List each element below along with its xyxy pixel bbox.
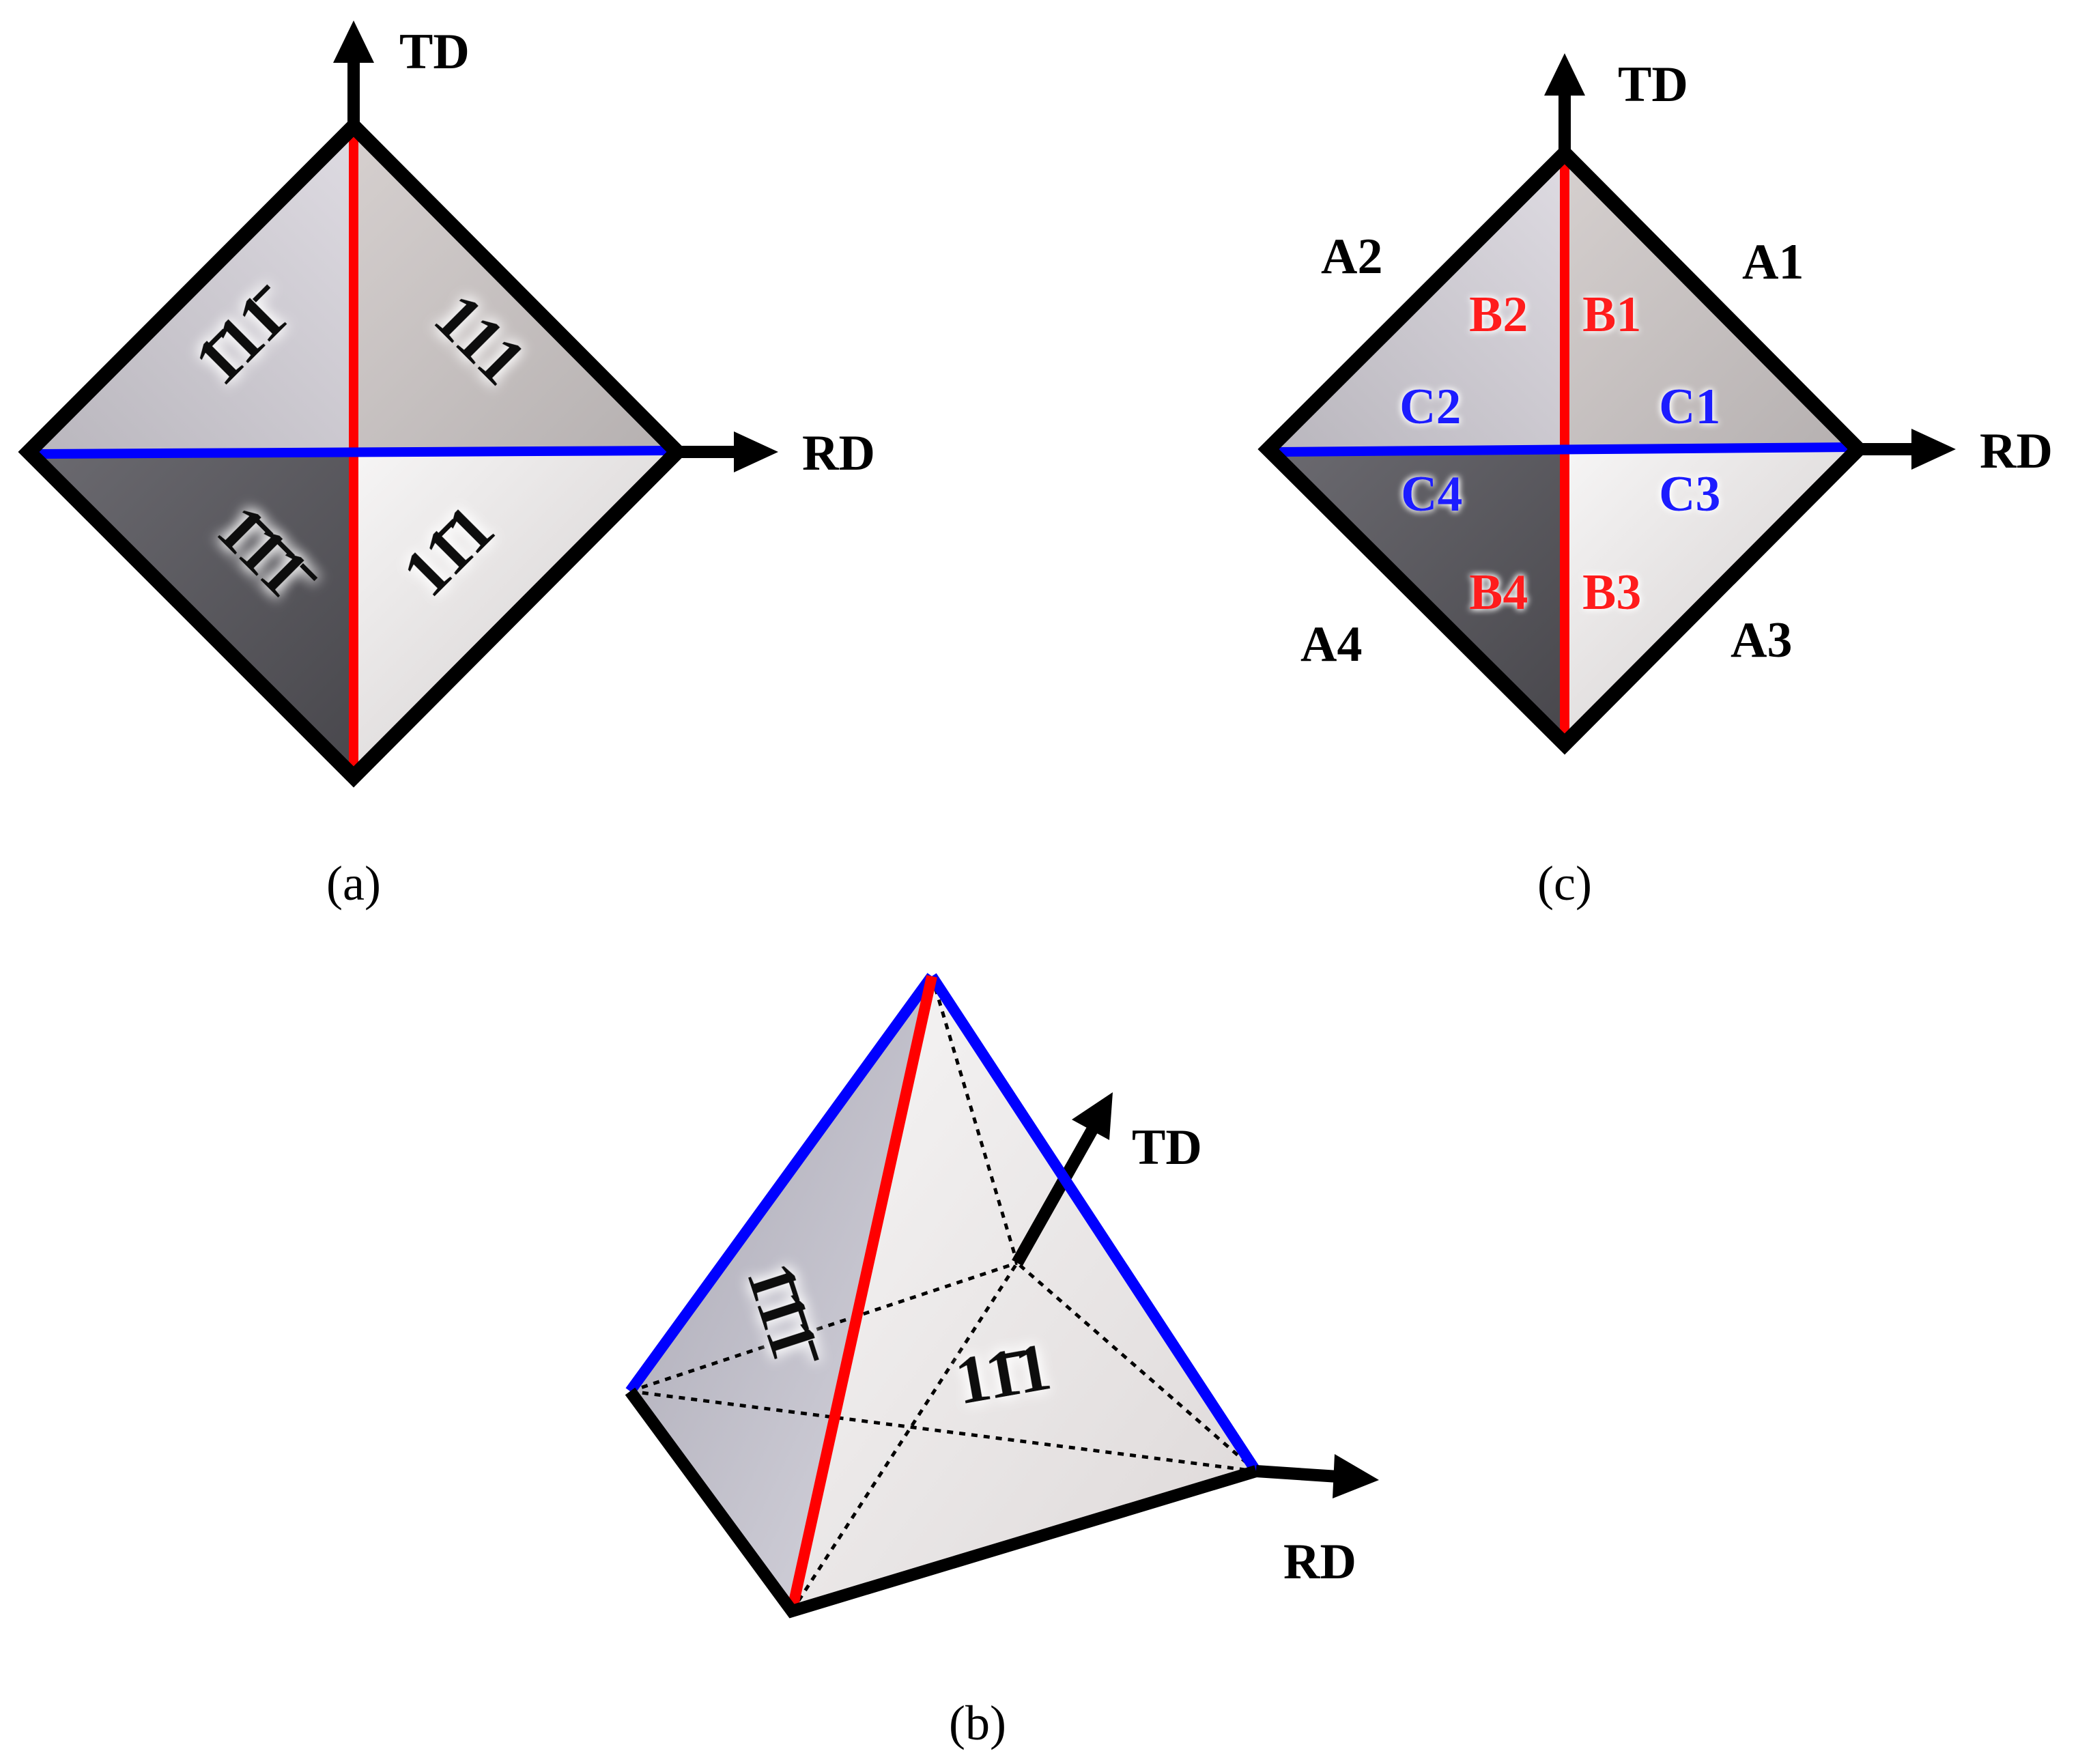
caption-b: (b) [949, 1696, 1006, 1750]
blue-line-a [37, 446, 670, 459]
region-b1: B1 [1582, 287, 1641, 343]
face-label-front-b: 11̄1 [950, 1328, 1056, 1419]
blue-edge-right-b [927, 973, 1261, 1475]
rd-arrowhead-a [734, 431, 778, 472]
region-a1: A1 [1742, 234, 1804, 290]
caption-a: (a) [326, 856, 381, 911]
outline-c [1257, 143, 1869, 755]
black-base-edge-b [625, 1387, 1258, 1619]
rd-label-b: RD [1283, 1534, 1356, 1590]
region-c2: C2 [1399, 379, 1461, 435]
region-c4: C4 [1401, 466, 1462, 522]
blue-edge-left-b [625, 973, 937, 1395]
td-label-c: TD [1618, 57, 1688, 113]
region-a4: A4 [1300, 616, 1362, 672]
td-axis-arrow-b [1012, 1126, 1098, 1266]
region-c1: C1 [1659, 379, 1720, 435]
panel-c: TD RD A1 A2 A3 A4 B1 B2 B3 B4 C1 C2 C3 C… [1257, 53, 2053, 911]
rd-axis-arrow-b [1255, 1465, 1339, 1483]
face-front-b [792, 976, 1256, 1611]
region-c3: C3 [1659, 466, 1720, 522]
region-b4: B4 [1469, 565, 1528, 621]
panel-b: TD RD 1̄1̄1̄ 11̄1 (b) [625, 973, 1379, 1750]
blue-line-c [1276, 442, 1852, 457]
face-left-b [630, 976, 932, 1611]
region-b3: B3 [1582, 565, 1641, 621]
outline-a [18, 115, 688, 788]
rd-arrowhead-b [1333, 1454, 1379, 1498]
hidden-edges-b [629, 976, 1257, 1612]
red-edge-b [786, 975, 937, 1612]
rd-arrowhead-c [1911, 429, 1956, 470]
rd-label-c: RD [1980, 423, 2053, 479]
td-arrowhead-c [1544, 53, 1585, 96]
region-a3: A3 [1731, 612, 1792, 668]
region-a2: A2 [1321, 229, 1382, 285]
panel-a: TD RD 1̄11̄ 111 1̄1̄1̄ 11̄1 (a) [18, 20, 875, 911]
region-b2: B2 [1469, 287, 1528, 343]
td-arrowhead-a [333, 20, 374, 63]
td-label-b: TD [1132, 1120, 1202, 1176]
rd-label-a: RD [802, 425, 875, 481]
caption-c: (c) [1537, 856, 1592, 911]
td-label-a: TD [399, 24, 470, 80]
td-arrowhead-b [1072, 1092, 1113, 1140]
